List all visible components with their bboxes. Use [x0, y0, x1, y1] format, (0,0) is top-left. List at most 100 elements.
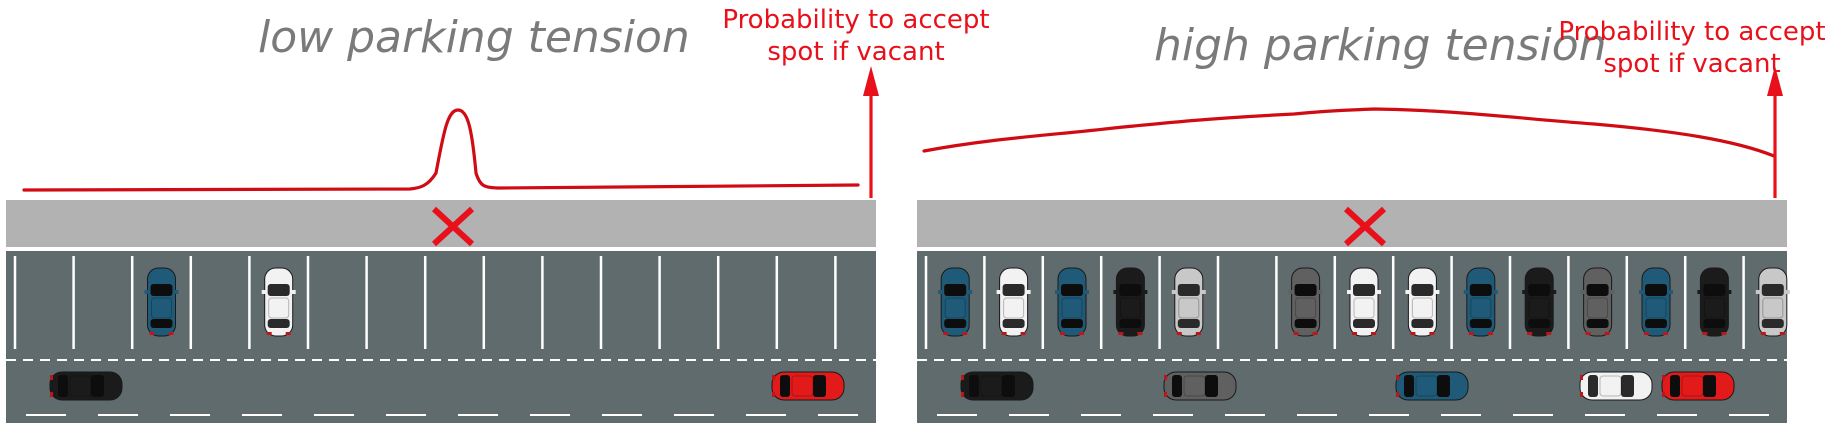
- car-mirror: [1580, 290, 1585, 294]
- car-taillight: [1702, 332, 1708, 335]
- car-mirror: [1727, 290, 1732, 294]
- car-rear-window: [1404, 375, 1414, 397]
- parked-car: [1639, 267, 1673, 337]
- car-rear-window: [1761, 319, 1784, 328]
- car-windshield: [1703, 375, 1716, 397]
- car-mirror: [1201, 290, 1206, 294]
- parked-car: [1347, 267, 1381, 337]
- parked-car: [1055, 267, 1089, 337]
- car-mirror: [174, 290, 179, 294]
- car-windshield: [150, 284, 173, 296]
- car-roof: [1119, 297, 1141, 319]
- parked-car: [1288, 267, 1323, 337]
- car-rear-window: [1528, 319, 1551, 328]
- car-roof: [1587, 297, 1609, 319]
- car-taillight: [1546, 332, 1552, 335]
- car-rear-window: [1061, 319, 1083, 328]
- car-roof: [151, 297, 172, 319]
- car-mirror: [1435, 290, 1440, 294]
- car-rear-window: [944, 319, 967, 328]
- parked-car: [261, 267, 296, 337]
- car-windshield: [1703, 284, 1726, 296]
- car-roof: [1353, 297, 1375, 319]
- car-roof: [1681, 375, 1704, 397]
- car-taillight: [1663, 332, 1668, 335]
- car-taillight: [1779, 332, 1785, 335]
- car-roof: [1599, 375, 1622, 397]
- car-roof: [1183, 375, 1206, 397]
- car-taillight: [1164, 375, 1167, 380]
- car-roof: [1178, 297, 1200, 319]
- car-windshield: [1294, 284, 1317, 296]
- car-rear-window: [1645, 319, 1667, 328]
- car-windshield: [1411, 284, 1434, 296]
- car-roof: [1411, 297, 1433, 319]
- car-roof: [1003, 297, 1025, 319]
- car-mirror: [968, 290, 973, 294]
- car-taillight: [1352, 332, 1357, 335]
- car-mirror: [1463, 290, 1468, 294]
- car-mirror: [1026, 290, 1031, 294]
- car-rear-window: [1353, 319, 1375, 328]
- car-taillight: [285, 332, 291, 335]
- car-taillight: [1662, 375, 1665, 380]
- car-taillight: [50, 392, 53, 397]
- car-windshield: [1061, 284, 1083, 296]
- road: [6, 251, 876, 423]
- car-rear-window: [780, 375, 790, 397]
- car-taillight: [1020, 332, 1026, 335]
- car-windshield: [1437, 375, 1450, 397]
- car-taillight: [1410, 332, 1416, 335]
- car-rear-window: [1469, 319, 1492, 328]
- car-taillight: [962, 332, 968, 335]
- car-rear-window: [150, 319, 173, 328]
- car-mirror: [1171, 290, 1176, 294]
- low-tension-panel: low parking tension Probability to accep…: [0, 0, 990, 437]
- car-roof: [980, 375, 1003, 397]
- car-taillight: [1396, 375, 1399, 380]
- car-windshield: [267, 284, 290, 296]
- car-taillight: [50, 375, 53, 380]
- car-roof: [944, 297, 966, 319]
- car-mirror: [1552, 290, 1557, 294]
- arrowhead-icon: [1767, 66, 1783, 96]
- car-windshield: [813, 375, 826, 397]
- car-taillight: [1137, 332, 1143, 335]
- car-rear-window: [1294, 319, 1317, 328]
- car-mirror: [1347, 290, 1351, 294]
- car-mirror: [938, 290, 943, 294]
- car-taillight: [1371, 332, 1376, 335]
- car-roof: [791, 375, 814, 397]
- arrowhead-icon: [863, 66, 879, 96]
- car-taillight: [1176, 332, 1182, 335]
- car-windshield: [1586, 284, 1609, 296]
- car-roof: [268, 297, 290, 319]
- driving-car: [960, 371, 1034, 401]
- car-roof: [1415, 375, 1438, 397]
- parked-car: [1463, 267, 1498, 337]
- car-taillight: [1468, 332, 1474, 335]
- car-taillight: [1118, 332, 1124, 335]
- car-windshield: [1205, 375, 1218, 397]
- probability-label: Probability to accept spot if vacant: [1552, 16, 1832, 80]
- car-rear-window: [1703, 319, 1726, 328]
- car-windshield: [1353, 284, 1375, 296]
- car-mirror: [1143, 290, 1148, 294]
- car-rear-window: [1411, 319, 1434, 328]
- car-taillight: [1312, 332, 1318, 335]
- car-windshield: [1761, 284, 1784, 296]
- car-roof: [1528, 297, 1550, 319]
- probability-label-line2: spot if vacant: [1603, 49, 1781, 79]
- car-mirror: [1318, 290, 1323, 294]
- car-rear-window: [1002, 319, 1025, 328]
- driving-car: [771, 371, 845, 401]
- car-rear-window: [969, 375, 979, 397]
- car-taillight: [1487, 332, 1493, 335]
- parked-car: [144, 267, 179, 337]
- parked-car: [1405, 267, 1440, 337]
- car-taillight: [1721, 332, 1727, 335]
- car-mirror: [144, 290, 149, 294]
- driving-car: [1395, 371, 1469, 401]
- driving-car: [1579, 371, 1653, 401]
- car-mirror: [1639, 290, 1643, 294]
